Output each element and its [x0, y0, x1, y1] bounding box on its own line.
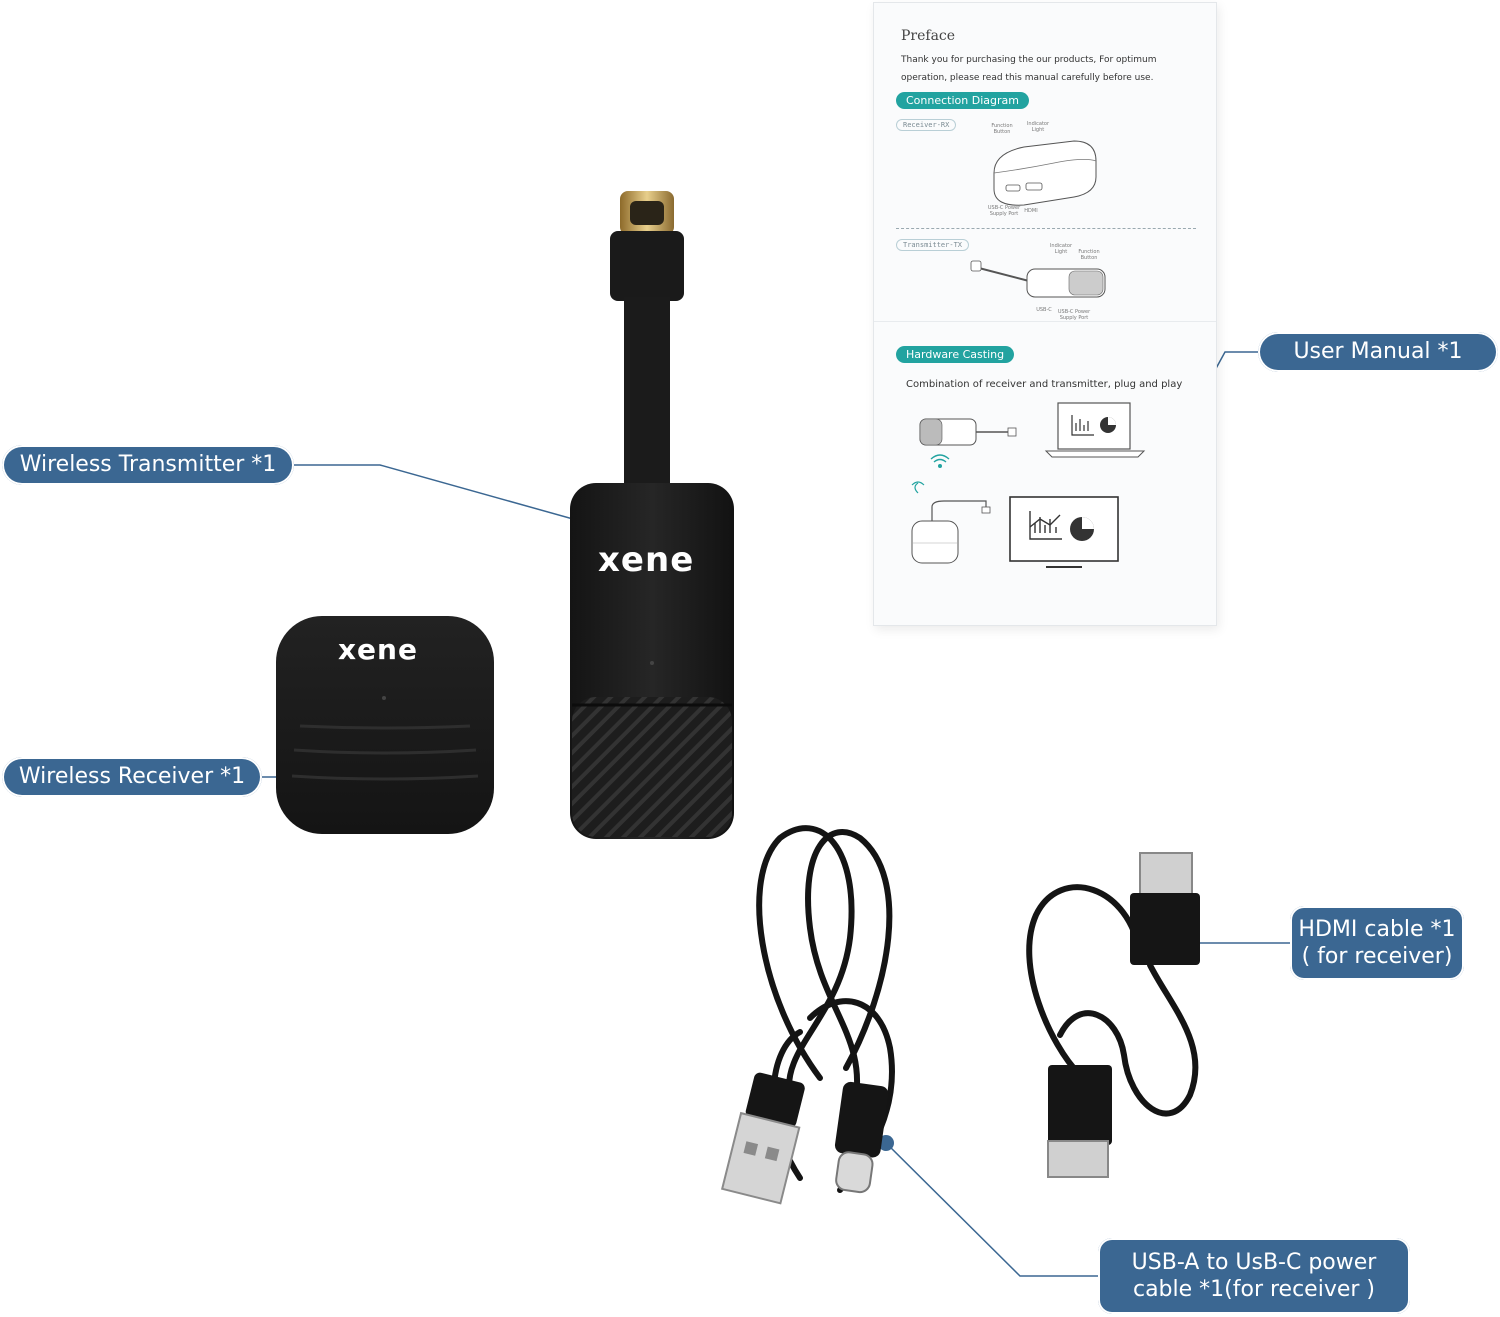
tx-usbc-power-label: USB-C Power Supply Port [1057, 309, 1091, 321]
receiver-diagram [993, 140, 1097, 206]
label-hdmi-cable: HDMI cable *1 ( for receiver) [1290, 906, 1464, 980]
tv-icon [1009, 496, 1119, 568]
usb-c-plug [835, 1151, 874, 1194]
transmitter-tag: Transmitter-TX [896, 239, 970, 251]
usb-label-line1: USB-A to UsB-C power [1131, 1249, 1377, 1275]
wireless-receiver-device [276, 616, 494, 834]
wireless-transmitter-device [570, 191, 734, 839]
casting-description: Combination of receiver and transmitter,… [906, 379, 1183, 390]
transmitter-logo: xene [598, 540, 695, 580]
receiver-tag: Receiver-RX [896, 119, 957, 131]
laptop-icon [1044, 402, 1146, 458]
manual-fold-line [874, 321, 1216, 322]
rx-function-button-label: Function Button [991, 123, 1013, 135]
tx-indicator-light-label: Indicator Light [1049, 243, 1073, 255]
chart-icon [1071, 415, 1094, 436]
hdmi-label-line1: HDMI cable *1 [1298, 916, 1456, 942]
transmitter-casting-illustration [919, 418, 1017, 446]
hdmi-plug-top [1139, 852, 1193, 898]
hdmi-plug-bottom [1047, 1140, 1109, 1178]
transmitter-ribbed-grip [572, 697, 732, 837]
tx-usbc-label: USB-C [1036, 307, 1052, 313]
label-user-manual: User Manual *1 [1258, 332, 1498, 372]
label-wireless-transmitter: Wireless Transmitter *1 [2, 445, 294, 485]
tx-function-button-label: Function Button [1078, 249, 1100, 261]
hdmi-label-line2: ( for receiver) [1301, 944, 1453, 969]
manual-intro-text: Thank you for purchasing the our product… [901, 55, 1157, 83]
section-connection-diagram: Connection Diagram [896, 92, 1029, 109]
manual-title: Preface [901, 28, 956, 44]
user-manual-leaflet: Preface Thank you for purchasing the our… [873, 2, 1217, 626]
rx-usbc-port-label: USB-C Power Supply Port [987, 205, 1021, 217]
receiver-casting-illustration [911, 481, 991, 564]
section-hardware-casting: Hardware Casting [896, 346, 1015, 363]
manual-divider [896, 228, 1196, 229]
rx-hdmi-label: HDMI [1024, 208, 1038, 214]
usb-a-plug [720, 1111, 801, 1205]
usb-a-to-usb-c-cable [720, 825, 895, 1205]
transmitter-diagram [970, 260, 1106, 298]
rx-indicator-light-label: Indicator Light [1026, 121, 1050, 133]
label-usb-cable: USB-A to UsB-C power cable *1(for receiv… [1098, 1238, 1410, 1314]
label-wireless-receiver: Wireless Receiver *1 [2, 757, 262, 797]
hdmi-cable [1026, 852, 1200, 1178]
usb-label-line2: cable *1(for receiver ) [1132, 1277, 1376, 1302]
wifi-icon [930, 454, 950, 468]
receiver-logo: xene [338, 633, 418, 666]
